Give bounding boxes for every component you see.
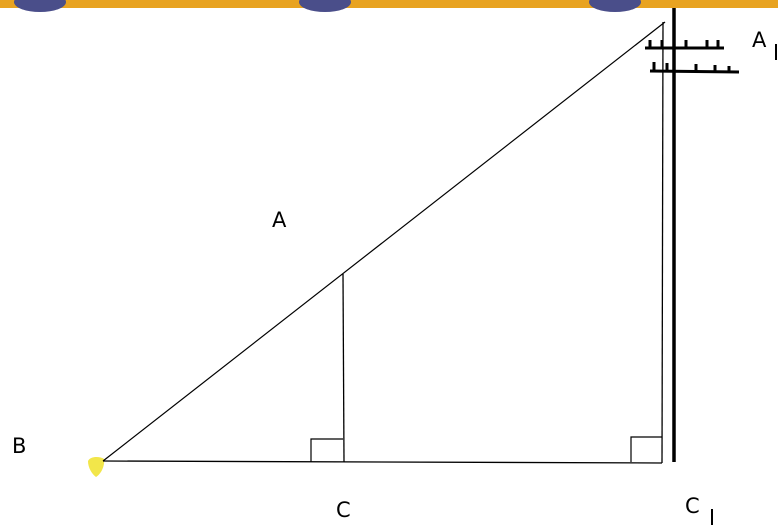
label-a1: A <box>752 28 767 52</box>
label-b: B <box>12 434 27 458</box>
right-angle-marker-c1 <box>630 436 662 462</box>
top-band-strip <box>0 0 778 8</box>
label-c1: C <box>685 494 700 518</box>
top-band-circle-2 <box>299 0 351 12</box>
pole-crossarm-top <box>645 40 724 50</box>
top-band-circle-3 <box>589 0 641 12</box>
right-angle-marker-c <box>310 438 343 462</box>
small-vertical-line <box>342 273 345 463</box>
label-c1-subscript-mark <box>711 509 713 525</box>
label-c: C <box>336 498 351 522</box>
hypotenuse-line <box>102 21 666 462</box>
pole-crossarm-bottom <box>649 62 740 74</box>
baseline <box>102 460 663 464</box>
point-b-highlight <box>88 456 105 477</box>
large-vertical-line <box>661 21 664 464</box>
top-band <box>0 0 778 12</box>
label-a: A <box>272 208 287 232</box>
top-band-circle-1 <box>14 0 66 12</box>
label-a1-subscript-mark <box>775 44 777 60</box>
